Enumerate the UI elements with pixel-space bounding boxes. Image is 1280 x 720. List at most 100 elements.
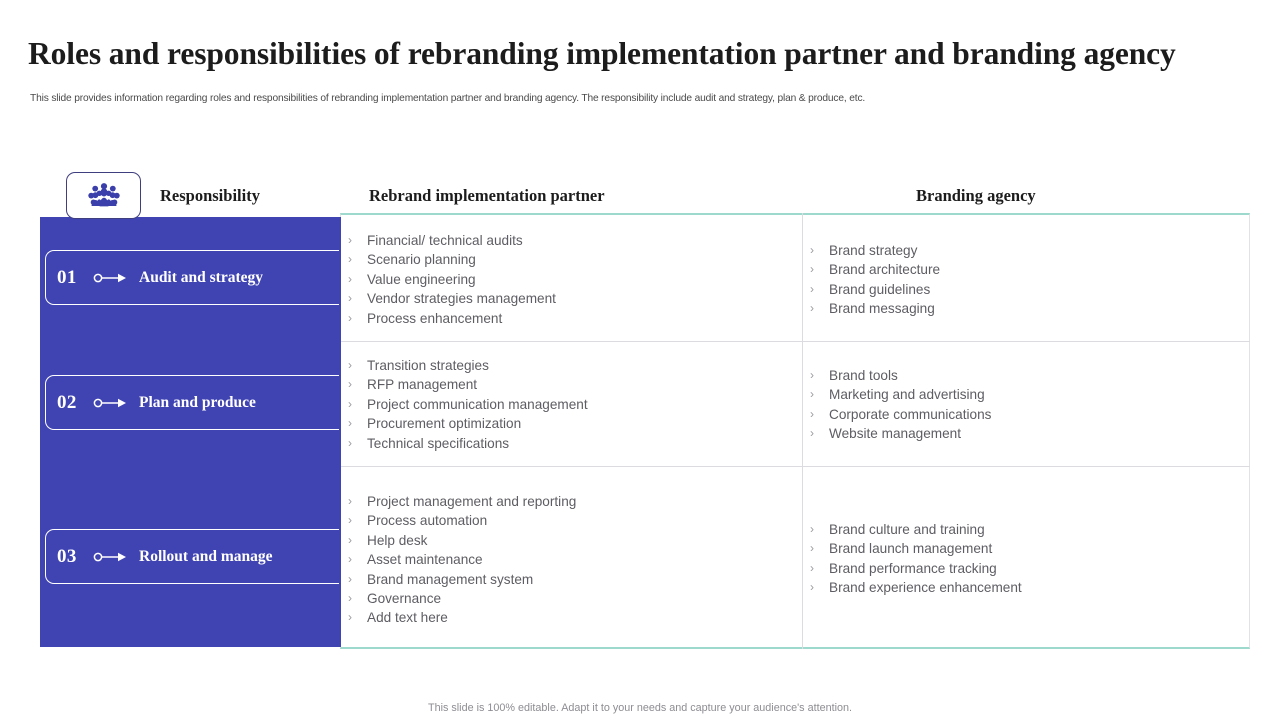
list-item: › Value engineering	[348, 270, 798, 289]
list-item: › Brand launch management	[810, 539, 1240, 558]
chevron-right-icon: ›	[810, 580, 814, 595]
chevron-right-icon: ›	[348, 494, 352, 508]
chevron-right-icon: ›	[348, 358, 352, 372]
chevron-right-icon: ›	[810, 243, 814, 257]
list-item-label: Process automation	[367, 513, 488, 529]
list-item-label: Corporate communications	[829, 406, 992, 422]
column-header-responsibility: Responsibility	[160, 186, 260, 205]
list-item-label: Transition strategies	[367, 358, 489, 373]
partner-cell-02: › Transition strategies › RFP management › Pr…	[348, 356, 798, 453]
chevron-right-icon: ›	[348, 571, 352, 586]
partner-cell-03: › Project management and reporting › Proces…	[348, 492, 798, 628]
list-item-label: Brand management system	[367, 571, 534, 587]
list-item: ›Add text here	[348, 608, 798, 627]
chevron-right-icon: ›	[348, 513, 352, 528]
chevron-right-icon: ›	[810, 262, 814, 277]
list-item: › Financial/ technical audits	[348, 231, 798, 250]
list-item: › Website management	[810, 424, 1240, 443]
list-item-label: Brand architecture	[829, 262, 941, 278]
list-item: › Process automation	[348, 511, 798, 530]
chevron-right-icon: ›	[810, 560, 814, 575]
chevron-right-icon: ›	[348, 552, 352, 567]
list-item: › Asset maintenance	[348, 550, 798, 569]
step-title: Audit and strategy	[139, 268, 264, 286]
chevron-right-icon: ›	[348, 310, 352, 325]
list-item-label: Financial/ technical audits	[367, 233, 523, 248]
chevron-right-icon: ›	[348, 233, 352, 247]
agency-list-02: ›Brand tools›Marketing and advertising›C…	[810, 366, 1240, 444]
column-divider	[802, 213, 803, 649]
chevron-right-icon: ›	[810, 281, 814, 296]
responsibility-panel	[40, 217, 341, 647]
chevron-right-icon: ›	[810, 426, 814, 441]
partner-list-01: › Financial/ technical audits ›Scenario pl…	[348, 231, 798, 328]
chevron-right-icon: ›	[810, 541, 814, 556]
list-item: › RFP management	[348, 375, 798, 394]
row-divider-2	[340, 466, 1250, 467]
column-header-agency: Branding agency	[916, 186, 1036, 205]
circle-arrow-icon	[93, 551, 137, 563]
list-item: ›Scenario planning	[348, 250, 798, 269]
page-title: Roles and responsibilities of rebranding…	[28, 36, 1176, 71]
chevron-right-icon: ›	[348, 271, 352, 286]
list-item: › Corporate communications	[810, 405, 1240, 424]
list-item-label: RFP management	[367, 377, 478, 393]
step-chip-01[interactable]: 01 Audit and strategy	[45, 250, 339, 305]
list-item: › Brand management system	[348, 570, 798, 589]
chevron-right-icon: ›	[810, 301, 814, 316]
list-item-label: Brand culture and training	[829, 522, 985, 537]
step-title: Plan and produce	[139, 393, 256, 411]
chevron-right-icon: ›	[348, 377, 352, 392]
list-item-label: Website management	[829, 426, 961, 442]
list-item: › Governance	[348, 589, 798, 608]
list-item: › Help desk	[348, 531, 798, 550]
list-item-label: Help desk	[367, 532, 428, 548]
list-item-label: Value engineering	[367, 271, 476, 287]
list-item-label: Technical specifications	[367, 435, 510, 451]
chevron-right-icon: ›	[348, 416, 352, 431]
list-item: › Transition strategies	[348, 356, 798, 375]
agency-cell-03: › Brand culture and training › Brand launch…	[810, 520, 1240, 598]
list-item-label: Brand strategy	[829, 243, 918, 258]
list-item-label: Project management and reporting	[367, 494, 577, 509]
circle-arrow-icon	[93, 272, 137, 284]
list-item: › Marketing and advertising	[810, 385, 1240, 404]
chevron-right-icon: ›	[348, 591, 352, 606]
agency-cell-01: › Brand strategy › Brand architecture › Brand…	[810, 241, 1240, 319]
agency-list-03: › Brand culture and training › Brand launch…	[810, 520, 1240, 598]
chevron-right-icon: ›	[348, 291, 352, 306]
partner-list-03: › Project management and reporting › Proces…	[348, 492, 798, 628]
list-item-label: Project communication management	[367, 396, 588, 412]
list-item-label: Procurement optimization	[367, 416, 522, 432]
step-chip-03[interactable]: 03 Rollout and manage	[45, 529, 339, 584]
list-item-label: Brand messaging	[829, 301, 935, 317]
list-item: › Brand architecture	[810, 260, 1240, 279]
list-item: › Brand experience enhancement	[810, 578, 1240, 597]
gear-team-icon-box	[66, 172, 141, 219]
list-item-label: Brand performance tracking	[829, 560, 997, 576]
step-number: 03	[57, 545, 77, 567]
list-item-label: Asset maintenance	[367, 552, 483, 568]
list-item-label: Process enhancement	[367, 310, 503, 326]
chevron-right-icon: ›	[810, 522, 814, 536]
list-item-label: Marketing and advertising	[829, 387, 985, 403]
list-item-label: Brand guidelines	[829, 281, 931, 297]
list-item-label: Add text here	[367, 610, 448, 626]
list-item-label: Brand experience enhancement	[829, 580, 1022, 596]
list-item: › Brand guidelines	[810, 280, 1240, 299]
list-item-label: Brand launch management	[829, 541, 993, 557]
chevron-right-icon: ›	[810, 406, 814, 421]
list-item-label: Governance	[367, 591, 442, 607]
chevron-right-icon: ›	[348, 396, 352, 411]
step-number: 02	[57, 391, 77, 413]
circle-arrow-icon	[93, 397, 137, 409]
partner-list-02: › Transition strategies › RFP management › Pr…	[348, 356, 798, 453]
chevron-right-icon: ›	[810, 387, 814, 402]
step-chip-02[interactable]: 02 Plan and produce	[45, 375, 339, 430]
chevron-right-icon: ›	[348, 532, 352, 547]
list-item: › Brand messaging	[810, 299, 1240, 318]
step-number: 01	[57, 266, 77, 288]
list-item: › Project communication management	[348, 395, 798, 414]
list-item: ›Vendor strategies management	[348, 289, 798, 308]
